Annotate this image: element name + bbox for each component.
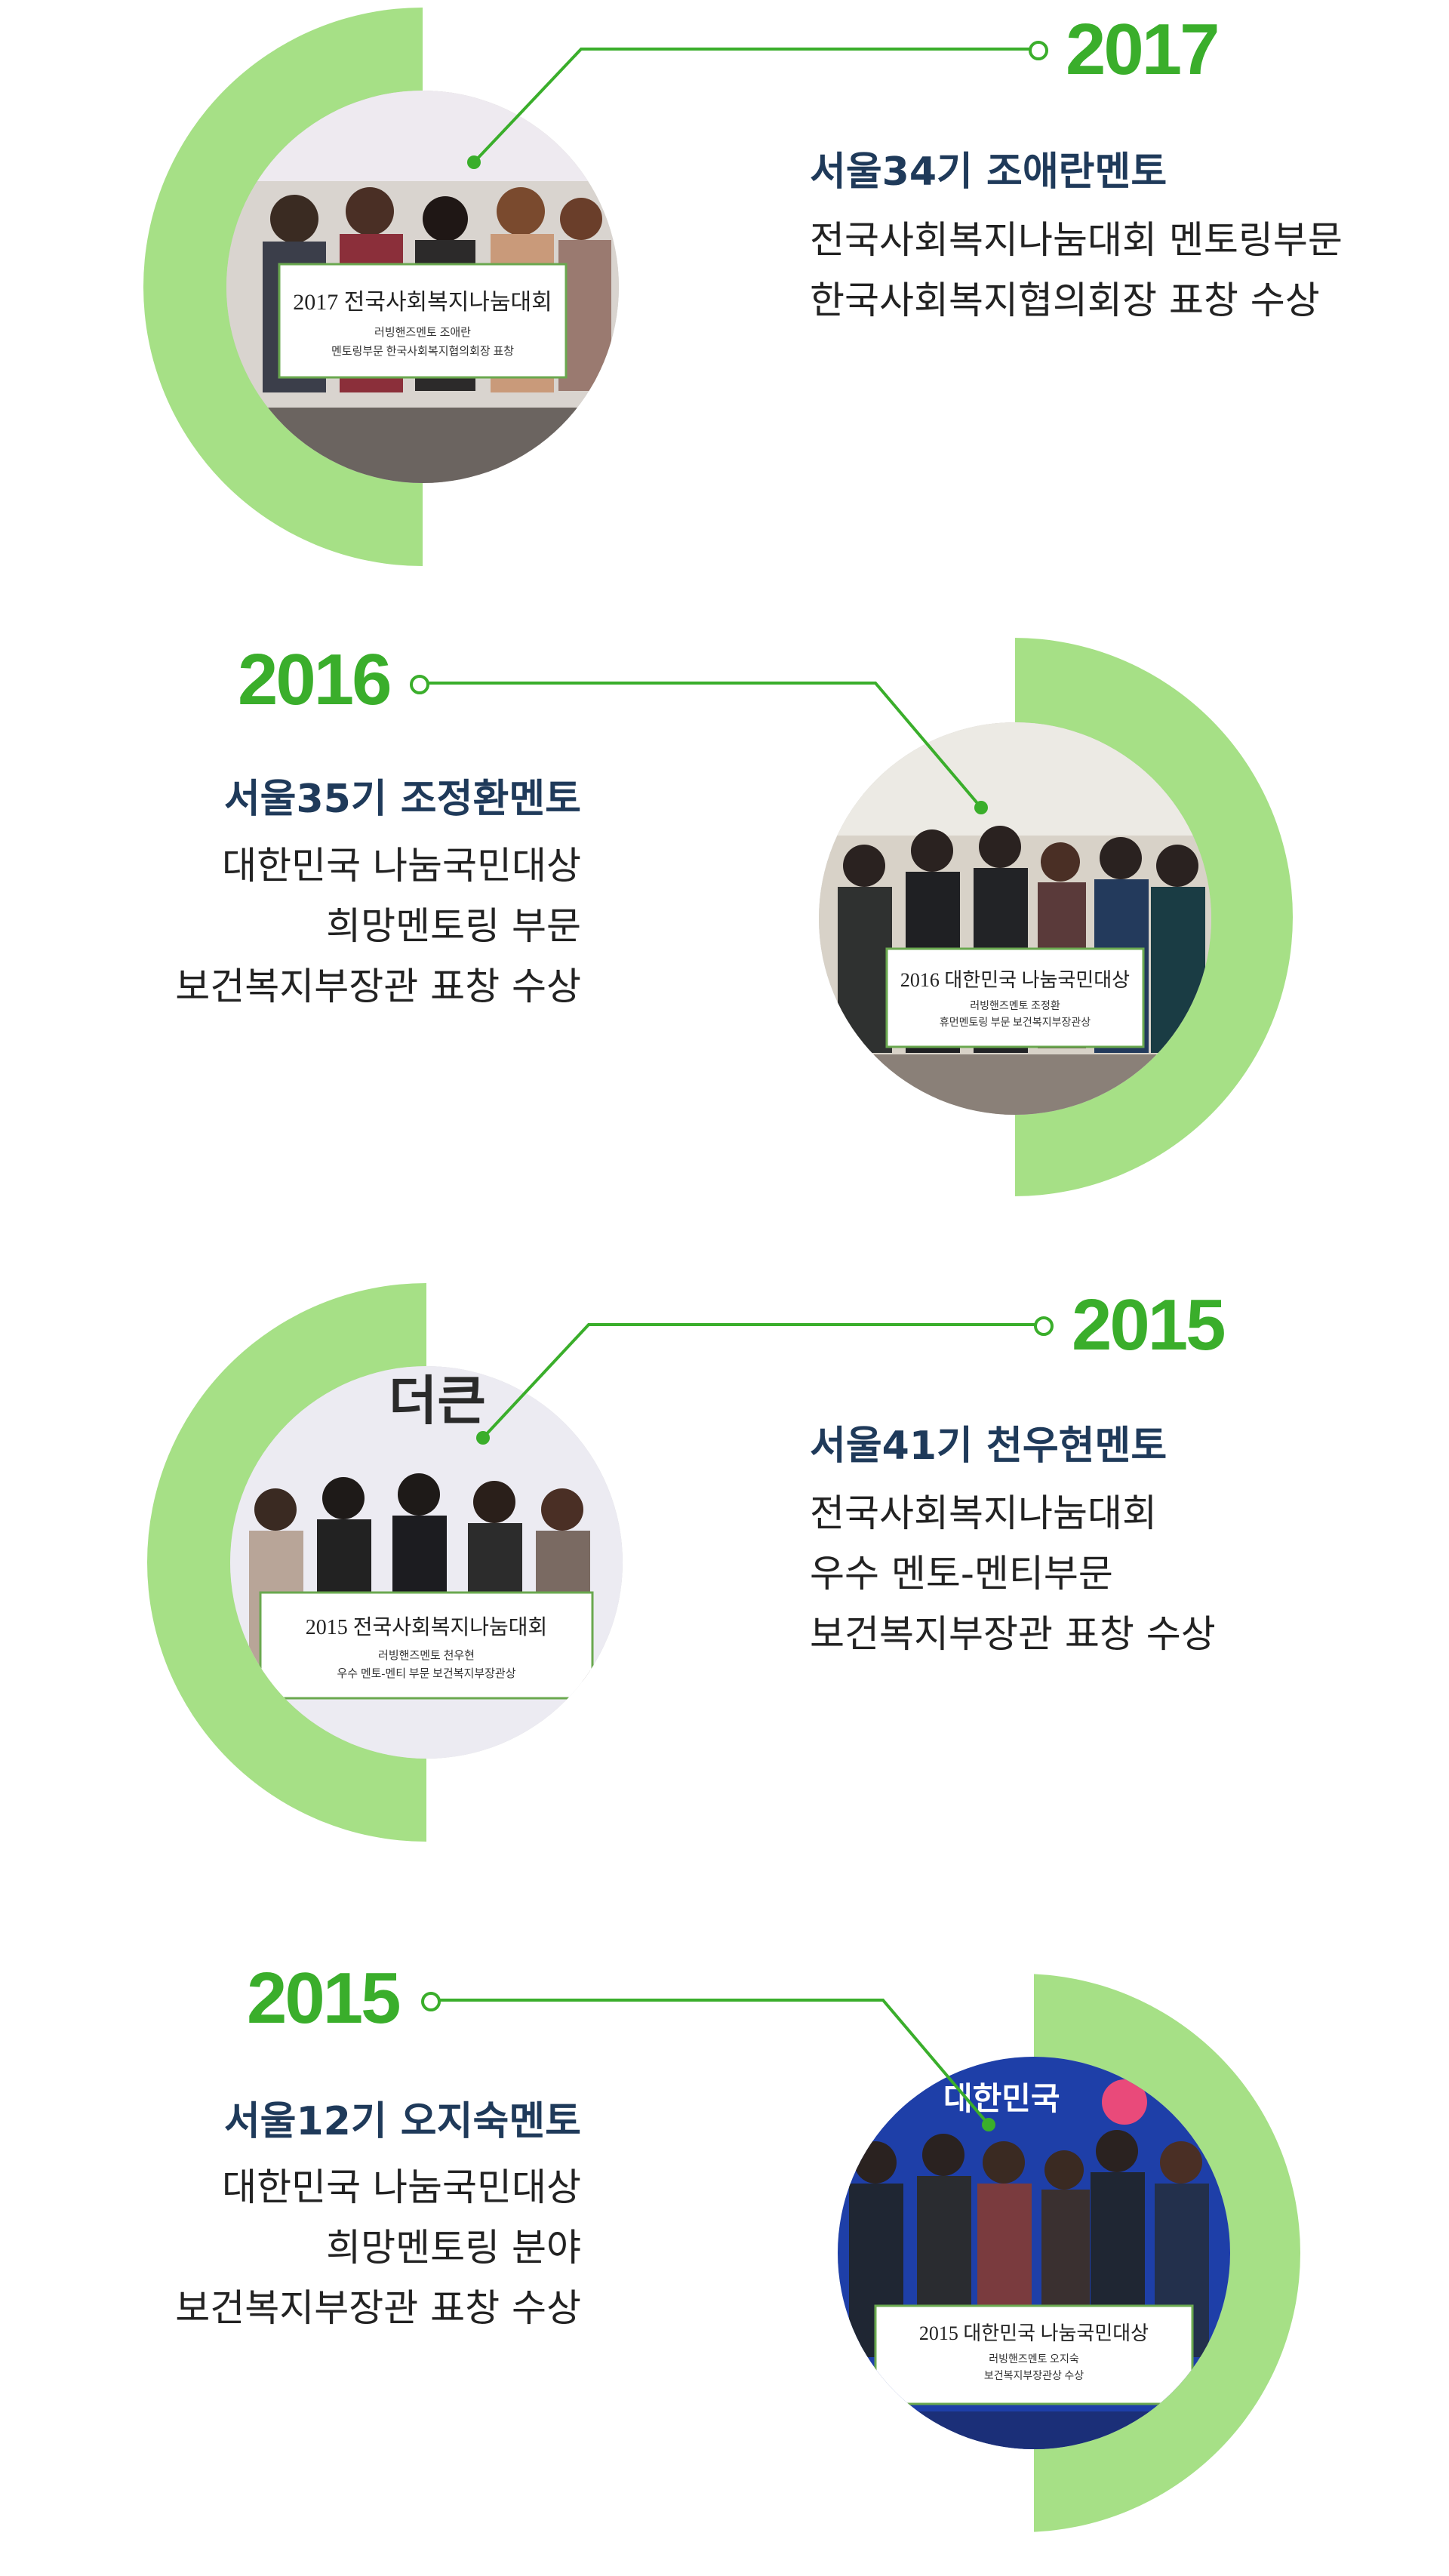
award-entry-2015-b: 대한민국 2015 대한민국 나눔국민대상 러빙핸즈멘토 오지숙 보건복지부장관…: [0, 1962, 1449, 2551]
mentor-name: 서울41기 천우현멘토: [810, 1423, 1168, 1469]
banner-main-text: 2015 전국사회복지나눔대회: [306, 1616, 548, 1639]
svg-text:대한민국: 대한민국: [943, 2080, 1060, 2117]
banner-main-text: 2015 대한민국 나눔국민대상: [919, 2322, 1149, 2344]
year-label: 2017: [1066, 9, 1220, 90]
award-line: 보건복지부장관 표창 수상: [175, 965, 581, 1008]
banner-main-text: 2017 전국사회복지나눔대회: [293, 290, 552, 315]
timeline-connector: [476, 1323, 1041, 1445]
mentor-name: 서울35기 조정환멘토: [223, 777, 581, 822]
year-label: 2015: [247, 1958, 401, 2039]
timeline-connector: [420, 682, 988, 814]
banner-sub-text: 러빙핸즈멘토 조애란: [374, 326, 471, 339]
banner-sub-text: 러빙핸즈멘토 조정환: [970, 1000, 1060, 1012]
award-photo: 더큰 2015 전국사회복지나눔대회 러빙핸즈멘토 천우현 우수 멘토-멘티 부…: [230, 1366, 623, 1759]
timeline-dot: [421, 1992, 441, 2011]
banner-sub-text: 러빙핸즈멘토 오지숙: [989, 2353, 1079, 2365]
banner-sub-text: 우수 멘토-멘티 부문 보건복지부장관상: [337, 1667, 515, 1680]
award-line: 전국사회복지나눔대회: [810, 1491, 1157, 1535]
award-description: 대한민국 나눔국민대상 희망멘토링 부문 보건복지부장관 표창 수상: [175, 836, 581, 1017]
svg-text:더큰: 더큰: [389, 1370, 486, 1432]
banner-sub-text: 휴먼멘토링 부문 보건복지부장관상: [940, 1017, 1091, 1029]
mentor-name: 서울34기 조애란멘토: [810, 149, 1168, 195]
banner-sub-text: 러빙핸즈멘토 천우현: [378, 1649, 475, 1662]
award-entry-2015-a: 더큰 2015 전국사회복지나눔대회 러빙핸즈멘토 천우현 우수 멘토-멘티 부…: [0, 1283, 1449, 1872]
award-description: 전국사회복지나눔대회 멘토링부문 한국사회복지협의회장 표창 수상: [810, 210, 1343, 331]
award-line: 보건복지부장관 표창 수상: [810, 1612, 1216, 1656]
award-line: 희망멘토링 부문: [326, 904, 581, 948]
award-line: 희망멘토링 분야: [326, 2226, 581, 2270]
timeline-dot: [410, 675, 429, 694]
award-line: 전국사회복지나눔대회 멘토링부문: [810, 218, 1343, 262]
year-label: 2015: [1072, 1285, 1226, 1365]
timeline-dot: [1029, 41, 1048, 60]
award-description: 대한민국 나눔국민대상 희망멘토링 분야 보건복지부장관 표창 수상: [175, 2157, 581, 2338]
award-entry-2016: 2016 대한민국 나눔국민대상 러빙핸즈멘토 조정환 휴먼멘토링 부문 보건복…: [0, 638, 1449, 1226]
award-line: 대한민국 나눔국민대상: [222, 2165, 581, 2209]
timeline-connector: [467, 48, 1035, 169]
banner-sub-text: 멘토링부문 한국사회복지협의회장 표창: [331, 345, 514, 358]
year-label: 2016: [238, 639, 392, 720]
timeline-dot: [1034, 1316, 1054, 1336]
award-entry-2017: 2017 전국사회복지나눔대회 러빙핸즈멘토 조애란 멘토링부문 한국사회복지협…: [0, 0, 1449, 589]
award-line: 보건복지부장관 표창 수상: [175, 2286, 581, 2330]
timeline-connector: [432, 1999, 995, 2131]
award-line: 대한민국 나눔국민대상: [222, 844, 581, 888]
award-line: 우수 멘토-멘티부문: [810, 1552, 1113, 1596]
mentor-name: 서울12기 오지숙멘토: [223, 2099, 581, 2144]
banner-main-text: 2016 대한민국 나눔국민대상: [900, 969, 1130, 991]
award-photo: 대한민국 2015 대한민국 나눔국민대상 러빙핸즈멘토 오지숙 보건복지부장관…: [838, 2057, 1230, 2449]
award-description: 전국사회복지나눔대회 우수 멘토-멘티부문 보건복지부장관 표창 수상: [810, 1483, 1216, 1664]
banner-sub-text: 보건복지부장관상 수상: [984, 2370, 1084, 2382]
award-line: 한국사회복지협의회장 표창 수상: [810, 279, 1320, 322]
